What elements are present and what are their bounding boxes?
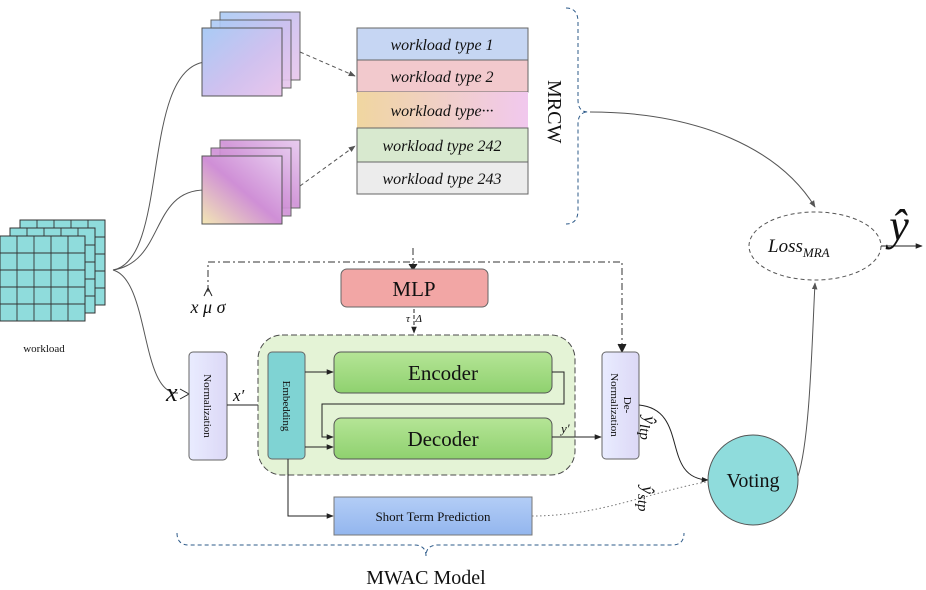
mwac-brace <box>176 532 685 557</box>
embedding-box <box>267 351 306 460</box>
ltp-to-voting-arrow <box>638 404 709 483</box>
loss-label: LossMRA <box>767 236 830 260</box>
stp-to-voting-dotted <box>531 481 707 517</box>
stats-dashdot-lines <box>207 248 623 346</box>
mrcw-to-loss-arrow <box>589 111 816 208</box>
plane-stack-bottom <box>201 139 301 225</box>
workload-type-list: workload type 1 workload type 2 workload… <box>356 27 529 195</box>
encoder-label: Encoder <box>408 361 478 385</box>
mlp-out-label: τ Δ <box>406 313 422 325</box>
y-stp-label: ŷstp <box>634 484 658 512</box>
denorm-stats-arrowhead <box>617 343 627 354</box>
workload-type-1-label: workload type 1 <box>390 37 493 54</box>
workload-type-243-label: workload type 243 <box>382 171 501 188</box>
mlp-label: MLP <box>392 277 435 301</box>
embedding-label: Embedding <box>280 381 292 432</box>
embedding-to-stp-arrow <box>287 459 334 519</box>
output-label: ŷ <box>885 201 909 250</box>
short-term-prediction-label: Short Term Prediction <box>375 509 491 524</box>
model-label: MWAC Model <box>366 567 486 589</box>
workload-type-2-box <box>356 59 529 93</box>
plane-stack-top <box>201 11 301 97</box>
workload-type-242-box <box>356 127 529 163</box>
x-prime-label: x′ <box>232 386 245 405</box>
x-arrowhead <box>179 388 191 400</box>
workload-type-2-label: workload type 2 <box>390 69 493 86</box>
workload-curves <box>112 61 206 394</box>
x-label: x <box>165 378 178 407</box>
voting-to-loss-arrow <box>797 282 818 477</box>
y-ltp-subscript: ltp <box>636 424 652 440</box>
mrcw-label: MRCW <box>543 80 565 143</box>
workload-type-ellipsis-box <box>357 92 528 128</box>
decoder-label: Decoder <box>407 427 478 451</box>
workload-type-242-label: workload type 242 <box>382 138 501 155</box>
stats-arrowhead <box>203 286 213 297</box>
denormalization-label: De-Normalization <box>608 373 633 437</box>
normalization-label: Normalization <box>201 374 213 438</box>
mlp-box <box>340 268 489 308</box>
workload-stack <box>0 219 106 322</box>
decoder-box <box>333 417 553 460</box>
y-prime-label: y′ <box>559 421 570 436</box>
loss-subscript: MRA <box>802 245 830 260</box>
workload-type-1-box <box>356 27 529 61</box>
plane-to-type1-arrow <box>299 51 356 77</box>
workload-type-243-box <box>356 161 529 195</box>
short-term-prediction-box <box>333 496 533 536</box>
workload-type-ellipsis-label: workload type··· <box>390 103 493 120</box>
stats-label: x μ σ <box>190 297 227 317</box>
workload-label: workload <box>23 343 65 355</box>
workload-grid-front <box>0 235 86 322</box>
y-ltp-label: ŷltp <box>636 414 660 440</box>
y-stp-subscript: stp <box>634 494 650 512</box>
voting-node <box>707 434 799 526</box>
normalization-box <box>188 351 228 461</box>
plane-to-type242-arrow <box>299 145 356 187</box>
voting-label: Voting <box>727 470 780 492</box>
mrcw-brace <box>565 7 589 225</box>
model-connectors <box>305 369 565 450</box>
